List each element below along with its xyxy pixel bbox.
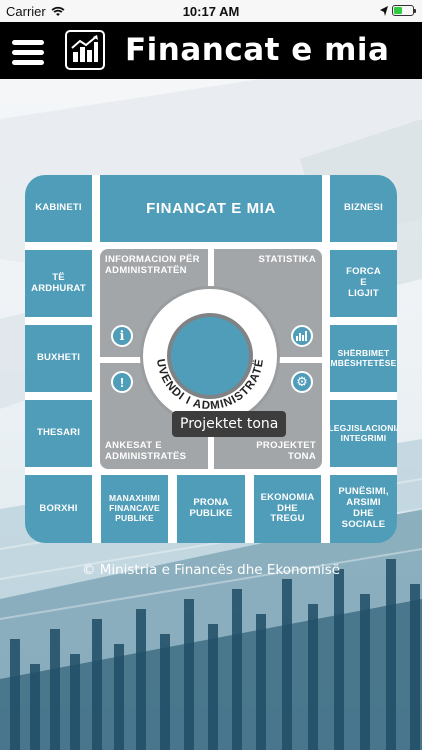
- battery-icon: [392, 5, 416, 16]
- tile-label: SHËRBIMET MBËSHTETËSE: [330, 347, 397, 368]
- tile-legjislacioni[interactable]: LEGJISLACIONI/ INTEGRIMI: [328, 400, 399, 467]
- exclamation-icon[interactable]: !: [111, 371, 133, 393]
- app-header: Financat e mia: [0, 22, 422, 79]
- tile-label: BIZNESI: [344, 202, 383, 214]
- tile-kabineti[interactable]: KABINETI: [25, 175, 92, 242]
- box-label: PROJEKTET TONA: [256, 440, 316, 463]
- svg-text:KUVENDI I ADMINISTRATËS: KUVENDI I ADMINISTRATËS: [143, 289, 266, 412]
- ring-caption: KUVENDI I ADMINISTRATËS: [143, 289, 266, 412]
- carrier-label: Carrier: [6, 4, 46, 19]
- app-title: Financat e mia: [125, 32, 390, 68]
- tile-label: TË ARDHURAT: [31, 271, 86, 294]
- tile-prona-publike[interactable]: PRONA PUBLIKE: [177, 475, 245, 543]
- tile-label: PRONA PUBLIKE: [189, 497, 233, 519]
- status-time: 10:17 AM: [182, 4, 240, 19]
- tile-label: THESARI: [36, 427, 81, 439]
- bar-chart-logo-icon: [65, 30, 105, 70]
- tile-label: PUNËSIMI, ARSIMI DHE SOCIALE: [338, 486, 389, 530]
- info-icon[interactable]: ℹ: [111, 325, 133, 347]
- tile-label: MANAXHIMI FINANCAVE PUBLIKE: [109, 493, 160, 523]
- tile-label: BORXHI: [39, 502, 78, 514]
- tile-label: FORCA E LIGJIT: [346, 266, 381, 299]
- tile-manaxhimi[interactable]: MANAXHIMI FINANCAVE PUBLIKE: [101, 475, 168, 543]
- tooltip-projektet-tona: Projektet tona: [172, 411, 287, 437]
- tile-borxhi[interactable]: BORXHI: [25, 475, 92, 543]
- tile-buxheti[interactable]: BUXHETI: [25, 325, 92, 392]
- tile-thesari[interactable]: THESARI: [25, 400, 92, 467]
- statistics-icon[interactable]: [291, 325, 313, 347]
- tile-biznesi[interactable]: BIZNESI: [330, 175, 397, 242]
- hamburger-menu-icon[interactable]: [12, 40, 44, 66]
- box-label: INFORMACION PËR ADMINISTRATËN: [105, 254, 200, 276]
- tile-label: FINANCAT E MIA: [146, 199, 276, 217]
- carrier-info: Carrier: [6, 4, 65, 19]
- location-icon: [380, 5, 388, 16]
- center-ring-core: [167, 313, 253, 399]
- tile-ekonomia[interactable]: EKONOMIA DHE TREGU: [254, 475, 321, 543]
- status-bar: Carrier 10:17 AM: [0, 0, 422, 22]
- tile-financat-e-mia[interactable]: FINANCAT E MIA: [100, 175, 322, 242]
- battery-status: [380, 5, 416, 16]
- dashboard-grid: KABINETI FINANCAT E MIA BIZNESI TË ARDHU…: [25, 175, 399, 543]
- wifi-icon: [51, 6, 65, 16]
- box-label: ANKESAT E ADMINISTRATËS: [105, 440, 187, 463]
- tile-label: LEGJISLACIONI/ INTEGRIMI: [328, 422, 399, 443]
- tile-label: EKONOMIA DHE TREGU: [260, 491, 315, 525]
- tile-forca-e-ligjit[interactable]: FORCA E LIGJIT: [330, 250, 397, 317]
- copyright-text: © Ministria e Financës dhe Ekonomisë: [81, 562, 341, 578]
- tile-te-ardhurat[interactable]: TË ARDHURAT: [25, 250, 92, 317]
- tile-punesimi[interactable]: PUNËSIMI, ARSIMI DHE SOCIALE: [330, 475, 397, 543]
- tile-label: BUXHETI: [36, 352, 81, 364]
- tile-label: KABINETI: [35, 202, 82, 214]
- box-label: STATISTIKA: [258, 254, 316, 265]
- tile-sherbimet-mbeshtetese[interactable]: SHËRBIMET MBËSHTETËSE: [330, 325, 397, 392]
- center-ring[interactable]: KUVENDI I ADMINISTRATËS: [140, 286, 280, 426]
- gears-icon[interactable]: ⚙: [291, 371, 313, 393]
